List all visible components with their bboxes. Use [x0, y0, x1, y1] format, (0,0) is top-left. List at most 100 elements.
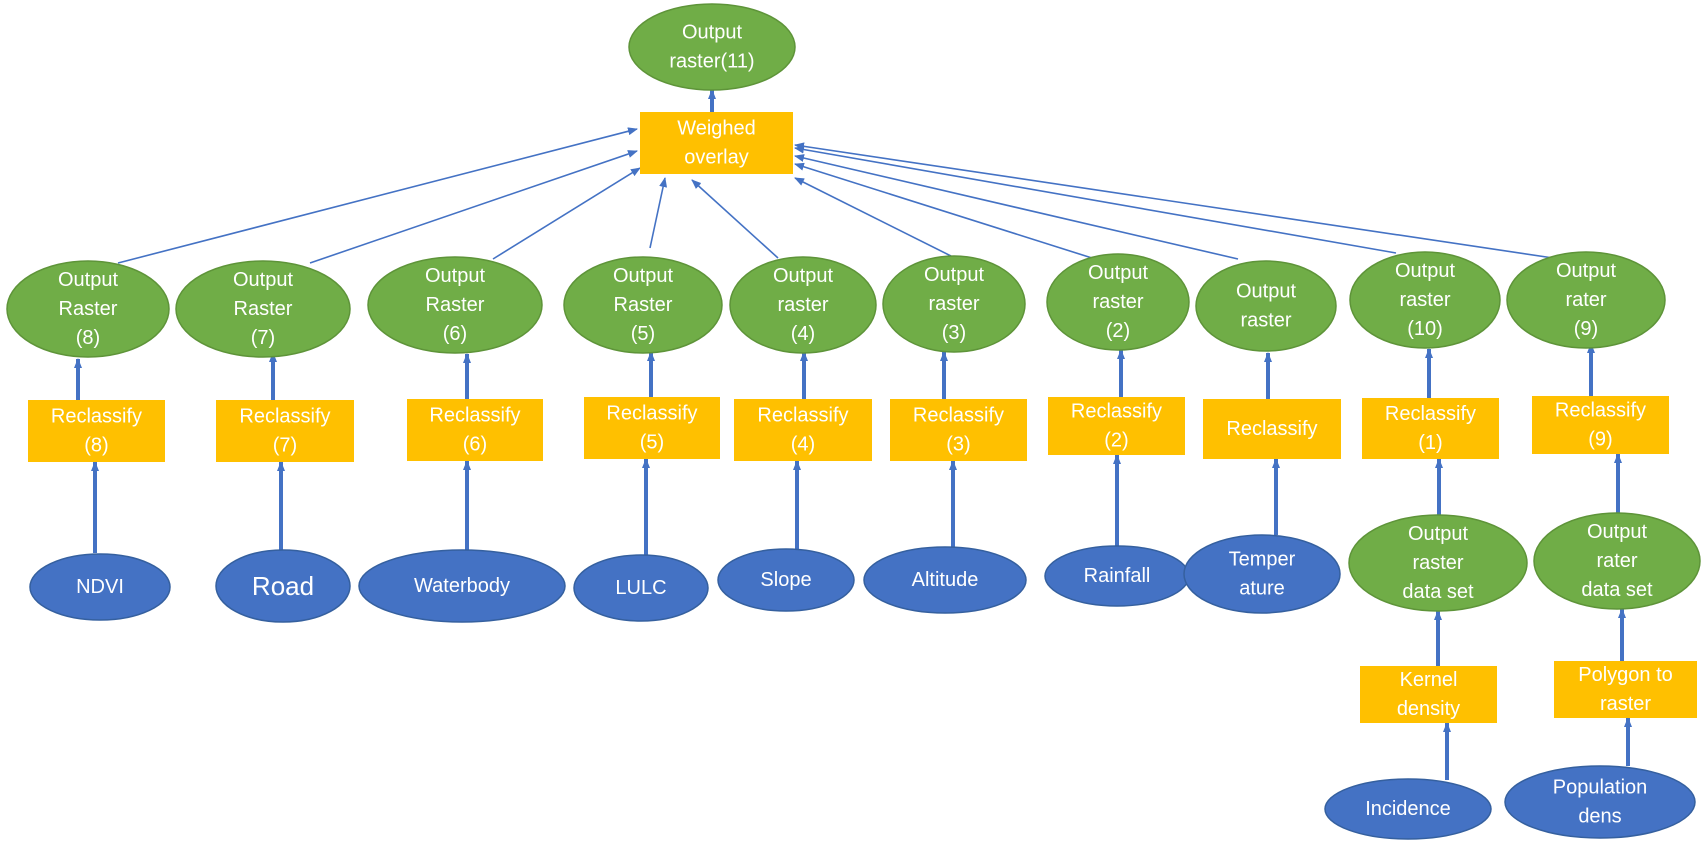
node-r7: Reclassify(7): [216, 400, 354, 462]
node-r4-label-line: Reclassify: [757, 405, 848, 427]
node-out11-label-line: raster(11): [669, 51, 754, 73]
node-slope: Slope: [717, 548, 855, 612]
node-ndvi-label-line: NDVI: [76, 576, 124, 598]
node-o9-shape: [1506, 251, 1666, 349]
node-pop-label-line: Population: [1553, 777, 1648, 799]
node-o9-label-line: (9): [1574, 318, 1598, 340]
node-o5-label-line: Raster: [614, 294, 673, 316]
node-road: Road: [215, 549, 351, 623]
node-ot: Output raster: [1195, 260, 1337, 352]
node-r8-label-line: (8): [84, 435, 108, 457]
arrow-o3-to-overlay: [794, 177, 952, 257]
node-o8-label-line: (8): [76, 327, 100, 349]
arrow-o9-to-overlay: [794, 142, 1554, 259]
node-ods2: Output rater data set: [1533, 512, 1701, 610]
node-o10-shape: [1349, 251, 1501, 349]
node-pop: Population dens: [1504, 765, 1696, 839]
node-water: Waterbody: [358, 549, 566, 623]
node-overlay-shape: [640, 112, 793, 174]
node-o7-shape: [175, 260, 351, 358]
node-ods2-label-line: data set: [1581, 579, 1653, 601]
node-r1-label-line: Reclassify: [1385, 403, 1476, 425]
node-out11-shape: [628, 3, 796, 91]
node-o4-label-line: raster: [777, 294, 828, 316]
node-rain: Rainfall: [1044, 545, 1190, 607]
node-ods1-label-line: data set: [1402, 581, 1474, 603]
node-o5-shape: [563, 256, 723, 354]
node-o5-label-line: (5): [631, 323, 655, 345]
node-o8-shape: [6, 260, 170, 358]
node-o9: Output rater (9): [1506, 251, 1666, 349]
node-r3: Reclassify(3): [890, 399, 1027, 461]
node-r8-label-line: Reclassify: [51, 406, 142, 428]
node-lulc: LULC: [573, 554, 709, 622]
node-kd-shape: [1360, 666, 1497, 723]
node-ot-label-line: Output: [1236, 281, 1296, 303]
node-r6-shape: [407, 399, 543, 461]
node-rt-label-line: Reclassify: [1226, 418, 1317, 440]
node-o4-label-line: (4): [791, 323, 815, 345]
node-o5-label-line: Output: [613, 265, 673, 287]
node-ot-label-line: raster: [1240, 310, 1291, 332]
node-o2-label-line: Output: [1088, 262, 1148, 284]
node-o6-shape: [367, 256, 543, 354]
node-lulc-shape: [573, 554, 709, 622]
node-ptr-label-line: Polygon to: [1578, 664, 1673, 686]
node-r5: Reclassify(5): [584, 397, 720, 459]
node-ptr-shape: [1554, 661, 1697, 718]
node-r6: Reclassify(6): [407, 399, 543, 461]
node-o7-label-line: Output: [233, 269, 293, 291]
node-rt-shape: [1203, 399, 1341, 459]
node-o2-label-line: raster: [1092, 291, 1143, 313]
node-lulc-label-line: LULC: [615, 577, 666, 599]
node-ndvi: NDVI: [29, 553, 171, 621]
node-o10-label-line: Output: [1395, 260, 1455, 282]
node-rain-label-line: Rainfall: [1084, 565, 1151, 587]
node-o4-label-line: Output: [773, 265, 833, 287]
node-o10-label-line: (10): [1407, 318, 1443, 340]
node-ods2-label-line: Output: [1587, 521, 1647, 543]
node-o2: Output raster (2): [1046, 253, 1190, 351]
node-rt: Reclassify: [1203, 399, 1341, 459]
node-kd-label-line: Kernel: [1400, 669, 1458, 691]
node-r3-label-line: Reclassify: [913, 405, 1004, 427]
node-r8-shape: [28, 400, 165, 462]
node-r4-label-line: (4): [791, 434, 815, 456]
node-o7-label-line: (7): [251, 327, 275, 349]
node-r7-label-line: Reclassify: [239, 406, 330, 428]
node-ods1-label-line: raster: [1412, 552, 1463, 574]
node-water-shape: [358, 549, 566, 623]
nodes-layer: Outputraster(11)WeighedoverlayOutputRast…: [6, 3, 1701, 840]
node-inc: Incidence: [1324, 778, 1492, 840]
node-o3-label-line: Output: [924, 264, 984, 286]
node-slope-shape: [717, 548, 855, 612]
node-ods2-label-line: rater: [1596, 550, 1637, 572]
node-ods1-label-line: Output: [1408, 523, 1468, 545]
node-pop-label-line: dens: [1578, 806, 1621, 828]
node-ods1: Output raster data set: [1348, 514, 1528, 612]
node-ptr-label-line: raster: [1600, 693, 1651, 715]
node-o8-label-line: Raster: [59, 298, 118, 320]
node-r9-label-line: Reclassify: [1555, 400, 1646, 422]
node-o8-label-line: Output: [58, 269, 118, 291]
node-ot-shape: [1195, 260, 1337, 352]
node-r1-shape: [1362, 398, 1499, 459]
node-o2-label-line: (2): [1106, 320, 1130, 342]
node-inc-label-line: Incidence: [1365, 798, 1451, 820]
node-slope-label-line: Slope: [760, 569, 811, 591]
node-r1-label-line: (1): [1418, 432, 1442, 454]
node-r2: Reclassify(2): [1048, 397, 1185, 455]
node-r9: Reclassify(9): [1532, 396, 1669, 454]
node-o9-label-line: rater: [1565, 289, 1606, 311]
node-ndvi-shape: [29, 553, 171, 621]
node-r2-shape: [1048, 397, 1185, 455]
node-o9-label-line: Output: [1556, 260, 1616, 282]
node-o2-shape: [1046, 253, 1190, 351]
node-alt-label-line: Altitude: [912, 569, 979, 591]
node-out11-label-line: Output: [682, 22, 742, 44]
